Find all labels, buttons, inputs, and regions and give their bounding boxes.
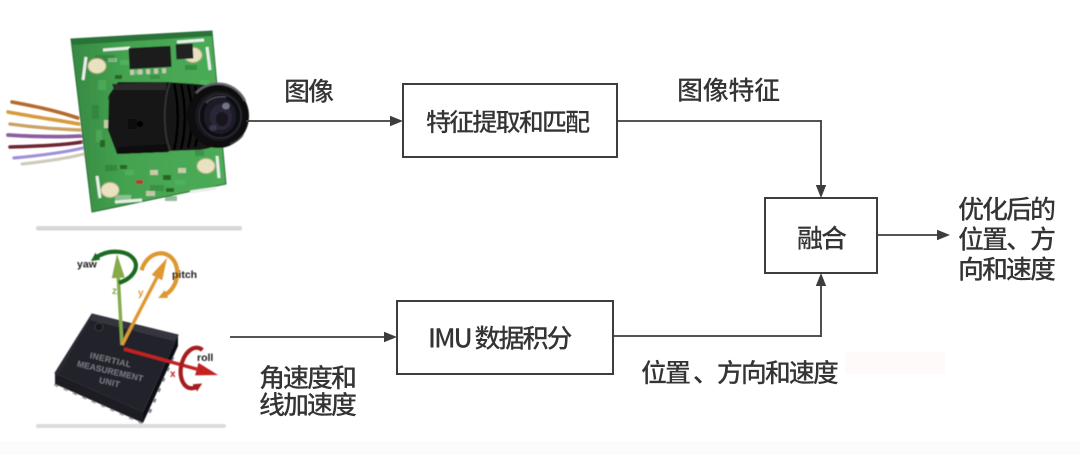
svg-text:UNIT: UNIT (98, 375, 122, 390)
svg-text:pitch: pitch (172, 269, 197, 281)
svg-text:y: y (138, 288, 144, 299)
svg-text:z: z (112, 286, 117, 297)
svg-text:x: x (170, 369, 176, 380)
svg-text:roll: roll (197, 352, 213, 364)
svg-text:yaw: yaw (77, 259, 98, 271)
